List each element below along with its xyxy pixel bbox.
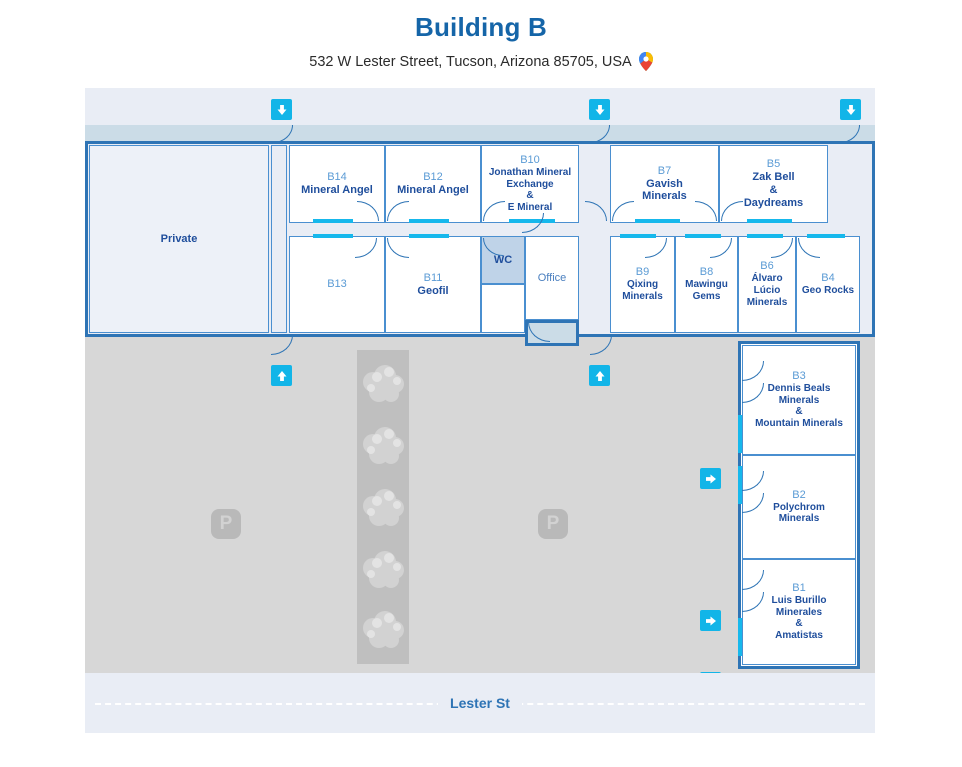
window-b12 [409, 219, 449, 223]
room-b10-name-4: E Mineral [507, 202, 553, 214]
room-b2-code: B2 [792, 488, 806, 501]
room-b5-name-3: Daydreams [743, 196, 804, 209]
room-b3-name-4: Mountain Minerals [755, 418, 843, 430]
room-b1-code: B1 [792, 581, 806, 594]
window-b6 [747, 234, 783, 238]
room-b5-code: B5 [766, 158, 781, 171]
page-title: Building B [415, 12, 547, 42]
room-b5-name-1: Zak Bell [752, 171, 795, 184]
room-b14-code: B14 [327, 171, 347, 184]
entrance-mid-left[interactable] [271, 365, 292, 386]
room-private[interactable]: Private [89, 145, 269, 333]
room-office[interactable]: Office [525, 236, 579, 320]
room-b8-code: B8 [699, 266, 714, 279]
tree-icon-1 [357, 360, 409, 412]
room-b2-name-2: Minerals [778, 513, 820, 525]
room-b13-code: B13 [327, 278, 347, 291]
room-b14-name: Mineral Angel [301, 184, 373, 196]
tree-icon-4 [357, 546, 409, 598]
window-b9 [620, 234, 656, 238]
window-b8 [685, 234, 721, 238]
room-b3-name-3: & [795, 406, 803, 418]
room-b3-code: B3 [792, 369, 806, 382]
window-b1-west [738, 618, 742, 656]
window-b2-west [738, 466, 742, 504]
room-b8[interactable]: B8 Mawingu Gems [675, 236, 738, 333]
room-b12-code: B12 [423, 171, 443, 184]
street-name-label: Lester St [438, 695, 522, 711]
room-b12-name: Mineral Angel [397, 184, 469, 196]
window-b11 [409, 234, 449, 238]
room-b6-name-2: Lúcio [753, 285, 781, 297]
entrance-top-left[interactable] [271, 99, 292, 120]
room-b1-name-3: & [795, 618, 803, 630]
room-b4-code: B4 [821, 272, 835, 285]
room-b10-code: B10 [520, 153, 540, 166]
room-b8-name-1: Mawingu [685, 279, 728, 291]
entrance-right-b2[interactable] [700, 610, 721, 631]
room-b3-name-1: Dennis Beals [767, 382, 831, 394]
room-b7-name-1: Gavish [646, 177, 683, 190]
room-b9-name-2: Minerals [622, 290, 663, 302]
room-b10-name-2: Exchange [506, 178, 554, 190]
window-b14 [313, 219, 353, 223]
tree-icon-5 [357, 606, 409, 658]
window-b13 [313, 234, 353, 238]
room-b6-code: B6 [760, 260, 774, 273]
room-b3-name-2: Minerals [778, 394, 820, 406]
room-b1-name-4: Amatistas [775, 630, 823, 642]
room-b6-name-3: Minerals [746, 296, 788, 308]
room-b9-code: B9 [635, 266, 650, 279]
address-row: 532 W Lester Street, Tucson, Arizona 857… [0, 52, 962, 71]
tree-icon-2 [357, 422, 409, 474]
entrance-right-b3[interactable] [700, 468, 721, 489]
room-b10-name-1: Jonathan Mineral [488, 166, 572, 178]
room-office-label: Office [537, 271, 567, 284]
map-pin-icon[interactable] [638, 52, 653, 71]
room-b2-name-1: Polychrom [773, 501, 825, 513]
room-b11-code: B11 [423, 271, 443, 284]
parking-marker-left: P [211, 509, 241, 539]
window-b7 [635, 219, 680, 223]
room-b10-name-3: & [526, 190, 534, 202]
room-b5-name-2: & [769, 184, 778, 196]
window-b4 [807, 234, 845, 238]
room-b1-name-1: Luis Burillo [771, 594, 827, 606]
room-b8-name-2: Gems [692, 290, 721, 302]
tree-icon-3 [357, 484, 409, 536]
window-b3-west [738, 415, 742, 453]
entrance-top-right[interactable] [840, 99, 861, 120]
room-b9-name-1: Qixing [626, 279, 659, 291]
window-b5 [747, 219, 792, 223]
room-b1-name-2: Minerales [775, 606, 823, 618]
room-b11-name: Geofil [417, 284, 449, 297]
entrance-mid-center[interactable] [589, 365, 610, 386]
room-b7-code: B7 [657, 164, 672, 177]
room-wc-label: WC [493, 253, 513, 266]
floor-plan-map[interactable]: Private B14 Mineral Angel B12 Mineral An… [85, 88, 875, 733]
room-b7-name-2: Minerals [642, 190, 687, 203]
room-private-label: Private [160, 232, 198, 245]
room-b4-name: Geo Rocks [801, 285, 855, 297]
page-header: Building B 532 W Lester Street, Tucson, … [0, 0, 962, 85]
parking-marker-right: P [538, 509, 568, 539]
room-b9[interactable]: B9 Qixing Minerals [610, 236, 675, 333]
room-b6-name-1: Álvaro [751, 273, 783, 285]
room-closet[interactable] [481, 284, 525, 333]
street-band: Lester St [85, 673, 875, 733]
address-text: 532 W Lester Street, Tucson, Arizona 857… [309, 53, 632, 70]
entrance-top-mid[interactable] [589, 99, 610, 120]
corridor-private [271, 145, 287, 333]
